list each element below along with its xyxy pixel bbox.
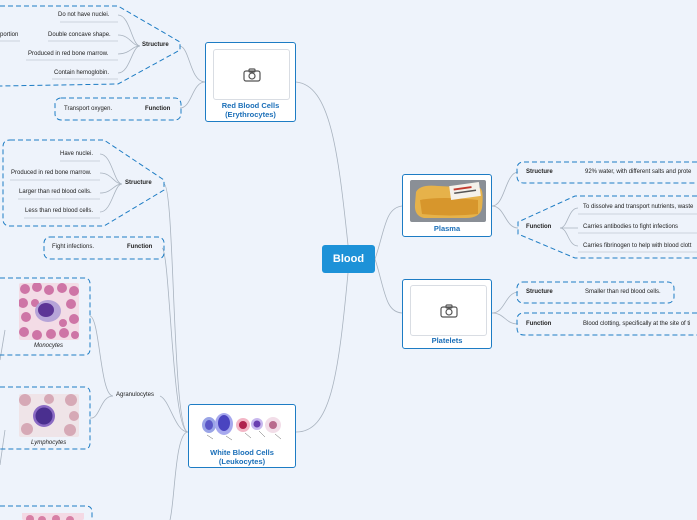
plasma-function-label[interactable]: Function xyxy=(526,224,552,230)
wbc-structure-item-1[interactable]: Have nuclei. xyxy=(60,151,94,157)
platelets-structure-label[interactable]: Structure xyxy=(526,289,553,295)
lymphocytes-caption: Lymphocytes xyxy=(31,440,67,446)
rbc-structure-item-3[interactable]: Produced in red bone marrow. xyxy=(28,51,109,57)
wbc-agranulocytes-label[interactable]: Agranulocytes xyxy=(116,392,155,398)
wbc-structure-item-2[interactable]: Produced in red bone marrow. xyxy=(11,170,92,176)
rbc-function-item-1[interactable]: Transport oxygen. xyxy=(64,106,113,112)
lymphocytes-image[interactable] xyxy=(19,394,79,437)
rbc-structure-item-1[interactable]: Do not have nuclei. xyxy=(58,12,110,18)
plasma-title: Plasma xyxy=(433,224,461,233)
center-node-blood[interactable]: Blood xyxy=(322,245,375,273)
plasma-function-item-3[interactable]: Carries fibrinogen to help with blood cl… xyxy=(583,243,692,249)
platelets-function-item-1[interactable]: Blood clotting, specifically at the site… xyxy=(583,321,691,327)
platelets-function-label[interactable]: Function xyxy=(526,321,552,327)
wbc-structure-item-3[interactable]: Larger than red blood cells. xyxy=(19,189,92,195)
wbc-structure-label[interactable]: Structure xyxy=(125,180,152,186)
wbc-title-line1: White Blood Cells xyxy=(210,448,274,457)
node-plasma[interactable]: Plasma xyxy=(402,174,492,237)
monocytes-image[interactable] xyxy=(19,283,79,340)
wbc-structure-item-4[interactable]: Less than red blood cells. xyxy=(25,208,94,214)
wbc-function-item-1[interactable]: Fight infections. xyxy=(52,244,95,250)
wbc-cells-image xyxy=(199,409,287,443)
plasma-function-item-2[interactable]: Carries antibodies to fight infections xyxy=(583,224,679,230)
rbc-title-line1: Red Blood Cells xyxy=(221,101,280,110)
wbc-title-line2: (Leukocytes) xyxy=(218,457,266,466)
rbc-photo-placeholder xyxy=(213,49,290,100)
platelets-title: Platelets xyxy=(431,336,463,345)
rbc-function-label[interactable]: Function xyxy=(145,106,171,112)
rbc-structure-item-4[interactable]: Contain hemoglobin. xyxy=(54,70,110,76)
node-white-blood-cells[interactable]: White Blood Cells (Leukocytes) xyxy=(188,404,296,468)
plasma-structure-label[interactable]: Structure xyxy=(526,169,553,175)
plasma-structure-item-1[interactable]: 92% water, with different salts and prot… xyxy=(585,169,692,175)
platelets-photo-placeholder xyxy=(410,285,487,336)
plasma-function-item-1[interactable]: To dissolve and transport nutrients, was… xyxy=(583,204,694,210)
plasma-bag-image xyxy=(410,180,486,222)
center-label: Blood xyxy=(332,253,365,265)
rbc-title-line2: (Erythrocytes) xyxy=(225,110,276,119)
granulocytes-image-partial[interactable] xyxy=(22,510,84,520)
rbc-structure-label[interactable]: Structure xyxy=(142,42,169,48)
camera-icon xyxy=(439,303,458,318)
platelets-structure-item-1[interactable]: Smaller than red blood cells. xyxy=(585,289,661,295)
rbc-structure-item-2[interactable]: Double concave shape. xyxy=(48,32,111,38)
monocytes-caption: Monocytes xyxy=(34,343,64,349)
wbc-function-label[interactable]: Function xyxy=(127,244,153,250)
node-red-blood-cells[interactable]: Red Blood Cells (Erythrocytes) xyxy=(205,42,296,122)
camera-icon xyxy=(242,67,261,82)
rbc-partial-text: portion xyxy=(0,32,19,38)
node-platelets[interactable]: Platelets xyxy=(402,279,492,349)
